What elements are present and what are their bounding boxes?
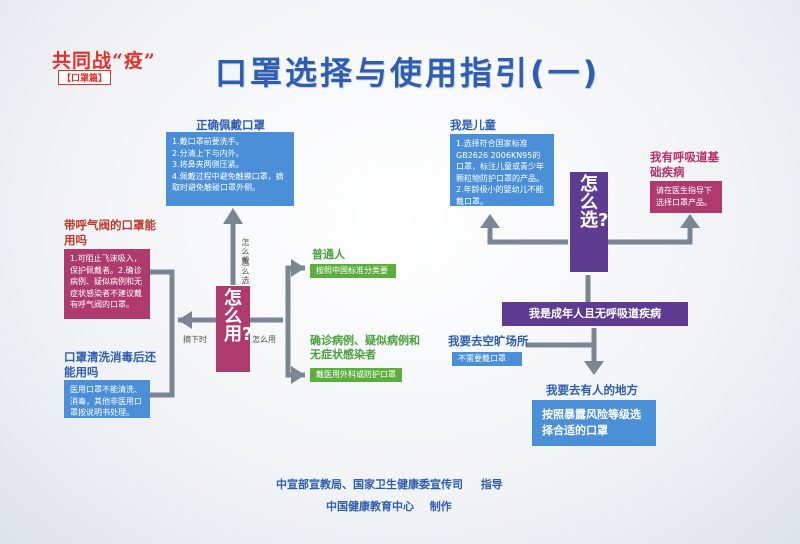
page-title: 口罩选择与使用指引(一) [215, 54, 601, 92]
how-use-center: 怎么用? [216, 286, 253, 372]
how-use-center-text: 怎么用? [224, 288, 253, 345]
open-place-box: 不需要戴口罩 [452, 352, 522, 366]
valve-mask-box: 1.可阻止飞沫吸入，保护佩戴者。2.确诊病例、疑似病例和无症状感染者不建议戴有呼… [64, 249, 150, 319]
correct-wear-step: 3.将鼻夹两侧压紧。 [172, 160, 244, 169]
valve-mask-label: 带呼气阀的口罩能用吗 [64, 218, 156, 247]
patients-label: 确诊病例、疑似病例和无症状感染者 [310, 334, 420, 361]
correct-wear-label: 正确佩戴口罩 [196, 118, 265, 132]
how-use-label: 怎么用 [252, 335, 276, 344]
footer-guidance-org: 中宣部宣教局、国家卫生健康委宣传司 [276, 478, 463, 491]
disinfect-label: 口罩清洗消毒后还能用吗 [64, 350, 156, 379]
patients-box: 戴医用外科或防护口罩 [310, 368, 402, 382]
ordinary-label: 普通人 [312, 248, 345, 261]
correct-wear-step: 4.佩戴过程中避免触摸口罩，摘取时避免触碰口罩外侧。 [172, 171, 284, 193]
respiratory-box: 请在医生指导下选择口罩产品。 [650, 181, 722, 213]
campaign-logo: 共同战“疫” [52, 50, 156, 72]
respiratory-label: 我有呼吸道基础疾病 [650, 150, 719, 179]
open-place-label: 我要去空旷场所 [448, 334, 529, 348]
adult-box: 我是成年人且无呼吸道疾病 [502, 302, 688, 326]
disinfect-box: 医用口罩不能清洗、消毒，其他非医用口罩按说明书处理。 [64, 380, 150, 418]
footer-producer-org: 中国健康教育中心 [326, 500, 414, 513]
how-wear-label: 怎么戴 [241, 238, 250, 265]
correct-wear-step: 2.分清上下与内外。 [172, 148, 244, 158]
take-off-label: 摘下时 [183, 335, 207, 344]
footer-guidance-action: 指导 [480, 478, 503, 491]
crowded-label: 我要去有人的地方 [546, 383, 638, 397]
ordinary-box: 按照中国标准分类要求 [310, 264, 396, 287]
footer-producer: 中国健康教育中心 制作 [326, 498, 452, 514]
footer-producer-action: 制作 [429, 500, 452, 513]
crowded-box: 按照暴露风险等级选择合适的口罩 [532, 400, 656, 446]
how-choose-center: 怎么选? [570, 172, 608, 272]
how-choose-center-text: 怎么选? [580, 174, 609, 231]
how-choose-label: 怎么选 [241, 258, 250, 285]
campaign-logo-subtitle: 【口罩篇】 [58, 70, 112, 85]
child-label: 我是儿童 [450, 118, 496, 132]
footer-guidance: 中宣部宣教局、国家卫生健康委宣传司 指导 [276, 476, 503, 492]
correct-wear-box: 1.戴口罩前要洗手。 2.分清上下与内外。 3.将鼻夹两侧压紧。 4.佩戴过程中… [166, 132, 294, 206]
child-box: 1.选择符合国家标准GB2626 2006KN95的口罩，标注儿童或青少年颗粒物… [450, 134, 554, 206]
correct-wear-step: 1.戴口罩前要洗手。 [172, 137, 244, 146]
